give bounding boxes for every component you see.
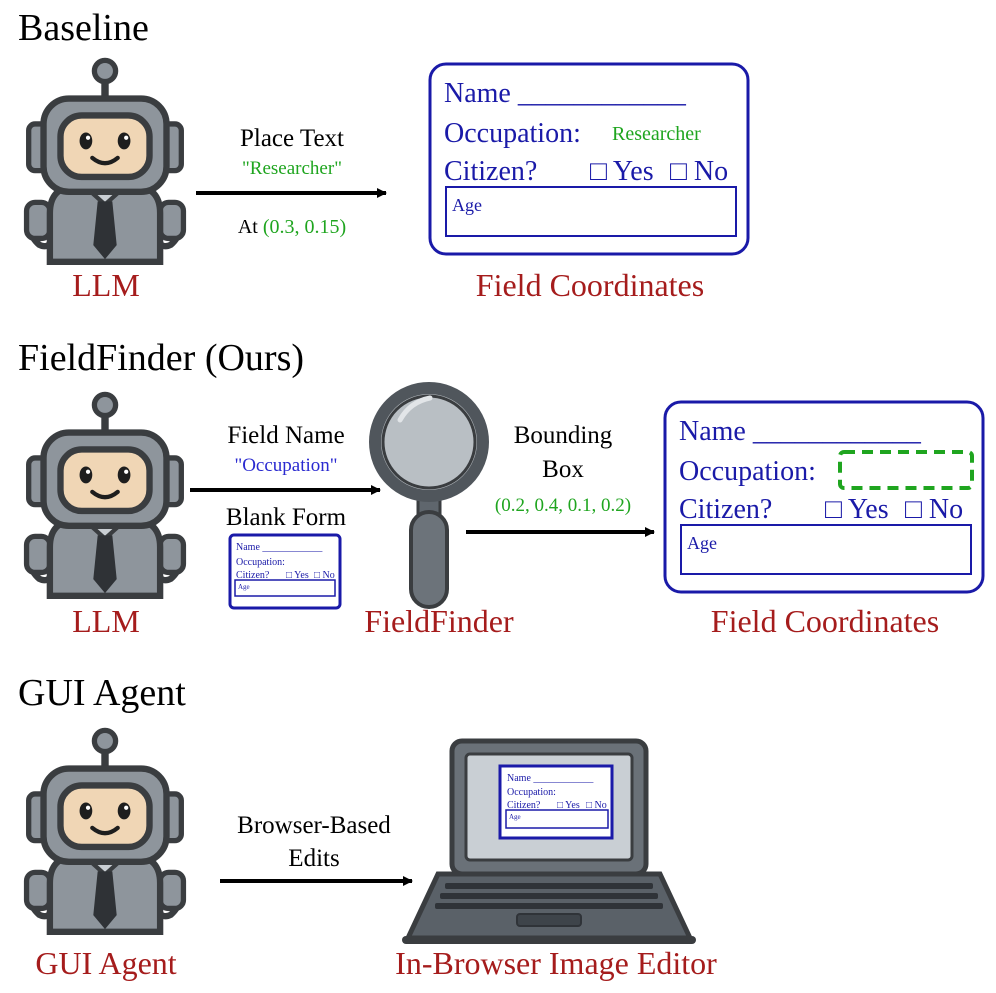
screen-form-name: Name ____________: [507, 773, 594, 784]
mini-form-yes: □ Yes: [286, 570, 309, 581]
ff-form-age: Age: [687, 533, 717, 553]
baseline-arrow-label: Place Text: [240, 125, 344, 152]
baseline-form: Name ____________ Occupation: Researcher…: [428, 62, 750, 256]
baseline-title: Baseline: [18, 7, 149, 49]
llm-robot-icon: [27, 60, 184, 261]
baseline-form-occupation-value: Researcher: [612, 123, 701, 145]
screen-form-citizen: Citizen?: [507, 800, 541, 811]
blank-form-thumbnail: Name ____________ Occupation: Citizen? □…: [228, 533, 342, 610]
baseline-form-name: Name ____________: [444, 78, 687, 109]
llm-robot-icon: [27, 394, 184, 595]
screen-form-yes: □ Yes: [557, 800, 580, 811]
gui-arrow-label-2: Edits: [288, 845, 339, 872]
baseline-section: Baseline LLM Place Text "Researcher" At …: [18, 7, 750, 303]
laptop-caption: In-Browser Image Editor: [395, 945, 717, 981]
baseline-form-yes: □ Yes: [590, 156, 654, 187]
bbox-label-1: Bounding: [514, 422, 613, 449]
fieldfinder-form-caption: Field Coordinates: [711, 603, 939, 639]
fieldfinder-arrow-label-2: Blank Form: [226, 504, 347, 531]
baseline-form-age: Age: [452, 195, 482, 215]
mini-form-occupation: Occupation:: [236, 557, 285, 568]
baseline-llm-caption: LLM: [72, 267, 140, 303]
mini-form-no: □ No: [314, 570, 335, 581]
screen-form-occupation: Occupation:: [507, 787, 556, 798]
fieldfinder-llm-caption: LLM: [72, 603, 140, 639]
baseline-arrow-value: "Researcher": [242, 158, 342, 179]
fieldfinder-title: FieldFinder (Ours): [18, 337, 304, 379]
ff-form-no: □ No: [905, 494, 963, 525]
fieldfinder-section: FieldFinder (Ours) LLM Field Name "Occup…: [18, 337, 985, 639]
laptop-screen-form: Name ____________ Occupation: Citizen? □…: [498, 764, 614, 840]
bbox-label-2: Box: [542, 456, 584, 483]
ff-form-citizen: Citizen?: [679, 494, 772, 525]
bbox-coords: (0.2, 0.4, 0.1, 0.2): [495, 495, 631, 516]
ff-form-name: Name ____________: [679, 416, 922, 447]
magnifier-icon: [369, 382, 489, 609]
baseline-form-caption: Field Coordinates: [476, 267, 704, 303]
gui-agent-robot-icon: [27, 730, 184, 931]
mini-form-name: Name ____________: [236, 542, 323, 553]
screen-form-no: □ No: [586, 800, 607, 811]
gui-agent-section: GUI Agent GUI Agent Browser-Based Edits …: [18, 672, 717, 981]
magnifier-caption: FieldFinder: [364, 603, 514, 639]
baseline-form-age-box: [445, 186, 737, 237]
ff-form-yes: □ Yes: [825, 494, 889, 525]
fieldfinder-arrow-value: "Occupation": [234, 455, 337, 476]
baseline-form-citizen: Citizen?: [444, 156, 537, 187]
screen-form-age: Age: [509, 813, 521, 821]
gui-agent-caption: GUI Agent: [35, 945, 176, 981]
fieldfinder-arrow-label: Field Name: [227, 422, 344, 449]
ff-form-age-box: [680, 524, 972, 575]
ff-form-occupation: Occupation:: [679, 456, 816, 487]
gui-arrow-label-1: Browser-Based: [237, 812, 391, 839]
baseline-form-no: □ No: [670, 156, 728, 187]
mini-form-citizen: Citizen?: [236, 570, 270, 581]
baseline-form-occupation: Occupation:: [444, 118, 581, 149]
gui-agent-title: GUI Agent: [18, 672, 186, 714]
baseline-arrow-position: At (0.3, 0.15): [238, 216, 346, 238]
fieldfinder-form: Name ____________ Occupation: Citizen? □…: [663, 400, 985, 594]
mini-form-age: Age: [238, 583, 250, 591]
ff-form-bbox-highlight: [838, 450, 974, 490]
